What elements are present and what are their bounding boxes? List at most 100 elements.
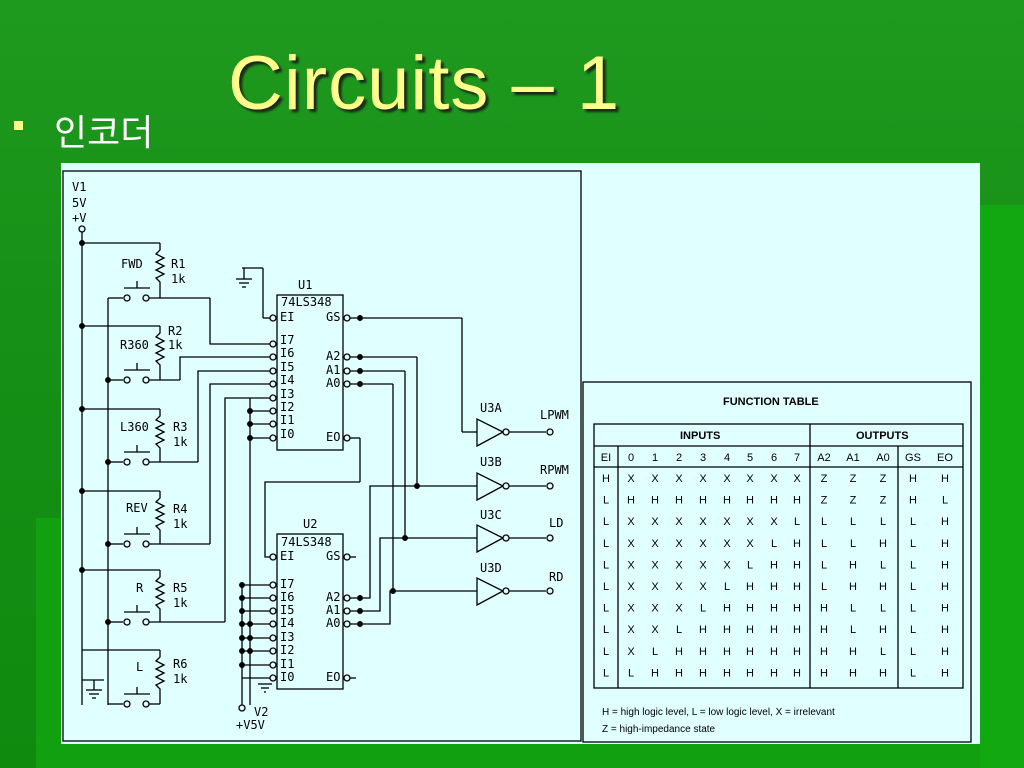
gate-u3b (476, 471, 554, 502)
schematic-frame (62, 170, 582, 742)
u1-pin-gs: GS (326, 310, 340, 324)
u1-pin-a0: A0 (326, 376, 340, 390)
v2-node: +V5V (236, 718, 265, 732)
table-cell: H (770, 603, 778, 615)
u2-ref: U2 (303, 517, 317, 531)
table-cell: H (793, 624, 801, 636)
table-cell: H (651, 667, 659, 679)
table-cell: X (651, 624, 659, 636)
table-header-cell: 2 (676, 452, 682, 464)
table-cell: L (724, 581, 730, 593)
table-cell: L (652, 646, 658, 658)
v1-value: 5V (72, 196, 86, 210)
table-cell: H (699, 646, 707, 658)
u1-part: 74LS348 (281, 295, 332, 309)
v1-label: V1 (72, 180, 86, 194)
table-cell: H (820, 603, 828, 615)
table-cell: L (910, 603, 916, 615)
table-cell: H (746, 624, 754, 636)
table-cell: L (603, 538, 609, 550)
table-cell: X (746, 516, 754, 528)
v2-label: V2 (254, 705, 268, 719)
u1-chip-body (276, 294, 344, 451)
table-cell: X (699, 516, 707, 528)
table-cell: L (628, 667, 634, 679)
table-cell: X (627, 473, 635, 485)
table-cell: H (941, 538, 949, 550)
u2-pin-gs: GS (326, 549, 340, 563)
table-cell: X (699, 473, 707, 485)
u1-pin-i1: I1 (280, 413, 294, 427)
u3c-ref: U3C (480, 508, 502, 522)
table-cell: H (849, 559, 857, 571)
table-cell: X (746, 473, 754, 485)
table-cell: H (879, 624, 887, 636)
switch-l-label: L (136, 660, 143, 674)
u2-pin-i1: I1 (280, 657, 294, 671)
table-cell: H (746, 603, 754, 615)
table-cell: L (603, 581, 609, 593)
table-cell: H (770, 624, 778, 636)
table-cell: X (651, 603, 659, 615)
table-cell: H (879, 581, 887, 593)
table-cell: X (675, 473, 683, 485)
table-cell: Z (850, 495, 857, 507)
table-cell: H (879, 667, 887, 679)
table-header-cell: A1 (846, 452, 859, 464)
r5-value: 1k (173, 596, 188, 610)
u2-pin-i5: I5 (280, 603, 294, 617)
table-cell: H (770, 559, 778, 571)
table-cell: L (821, 516, 827, 528)
table-cell: H (793, 581, 801, 593)
table-cell: H (723, 603, 731, 615)
bullet-text: 인코더 (54, 113, 154, 154)
table-cell: L (603, 667, 609, 679)
switch-l360-label: L360 (120, 420, 149, 434)
table-cell: X (651, 559, 659, 571)
u3b-ref: U3B (480, 455, 502, 469)
table-cell: L (603, 603, 609, 615)
table-cell: H (909, 495, 917, 507)
table-cell: L (603, 559, 609, 571)
table-cell: H (770, 667, 778, 679)
table-header-cell: 1 (652, 452, 658, 464)
table-cell: H (723, 624, 731, 636)
table-cell: H (793, 559, 801, 571)
bullet-icon (14, 121, 23, 130)
u2-pin-a2: A2 (326, 590, 340, 604)
table-cell: H (941, 516, 949, 528)
table-cell: X (723, 559, 731, 571)
table-cell: H (675, 495, 683, 507)
table-cell: H (793, 667, 801, 679)
table-cell: X (627, 646, 635, 658)
table-cell: H (879, 538, 887, 550)
table-cell: L (910, 646, 916, 658)
table-cell: L (880, 646, 886, 658)
r6-label: R6 (173, 657, 187, 671)
table-cell: Z (850, 473, 857, 485)
r2-value: 1k (168, 338, 183, 352)
table-cell: L (880, 516, 886, 528)
table-cell: H (941, 559, 949, 571)
table-cell: X (675, 516, 683, 528)
table-cell: H (941, 646, 949, 658)
table-cell: L (910, 667, 916, 679)
table-header-cell: 7 (794, 452, 800, 464)
table-cell: H (746, 495, 754, 507)
switch-fwd-label: FWD (121, 257, 143, 271)
table-cell: H (627, 495, 635, 507)
table-cell: H (941, 624, 949, 636)
table-cell: H (820, 624, 828, 636)
table-cell: X (627, 559, 635, 571)
table-cell: H (941, 473, 949, 485)
table-cell: L (910, 624, 916, 636)
u1-pin-i0: I0 (280, 427, 294, 441)
r2-label: R2 (168, 324, 182, 338)
table-cell: H (770, 646, 778, 658)
table-cell: X (651, 581, 659, 593)
table-cell: X (723, 538, 731, 550)
table-header-cell: EO (937, 452, 953, 464)
table-cell: H (793, 538, 801, 550)
gate-u3c (476, 523, 554, 554)
